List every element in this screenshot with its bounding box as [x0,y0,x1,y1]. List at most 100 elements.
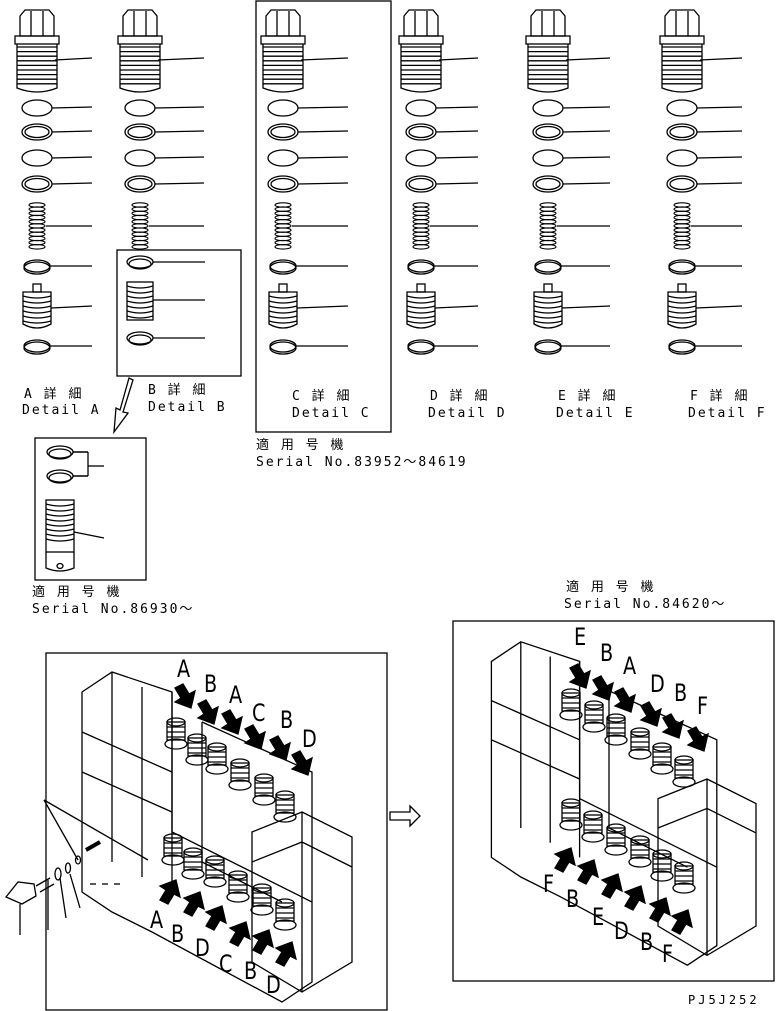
plug-head [530,9,566,37]
plug-body [400,44,442,93]
sleeve-groove [126,290,154,294]
poppet-groove [406,315,436,319]
right-bottom-spool-base [650,870,674,882]
leader-line [296,305,349,309]
right-top-spool-body [561,692,581,712]
seat-ring-inner [48,448,72,460]
right-top-spool-base [582,721,606,733]
leader-line [297,156,349,159]
right-bottom-spool-body [583,814,603,834]
left-top-letter: B [280,706,294,734]
left-top-letter: A [177,655,191,683]
seat-ring-lower [668,261,696,275]
poppet-groove [22,300,52,304]
left-top-spool-body [187,737,207,757]
right-top-spool-body [674,759,694,779]
external-plug-icon [4,881,37,905]
alt-sleeve-hole [56,562,64,570]
right-top-letter: B [600,639,614,667]
small-o-ring-icon [54,867,62,881]
poppet-groove [268,295,298,299]
plug-collar [14,35,60,45]
plug-stem [35,877,51,887]
leader-line [69,873,81,909]
poppet-body [533,291,563,329]
leader-line [435,130,479,133]
right-bottom-spool-body [561,802,581,822]
black-arrow-icon [173,683,196,709]
poppet-groove [268,315,298,319]
left-bottom-letter: D [195,934,210,962]
poppet-groove [22,305,52,309]
sleeve-groove [126,285,154,289]
right-top-spool-body [652,746,672,766]
leader-line [73,531,105,539]
backup-ring-inner [270,177,296,191]
poppet-groove [533,320,563,324]
leader-line [297,182,349,185]
drawing-code: PJ5J252 [688,993,760,1007]
right-bottom-spool-base [581,831,605,843]
leader-line [435,182,479,185]
o-ring-icon [267,99,299,117]
poppet-groove [268,305,298,309]
o-ring-icon [267,149,299,167]
right-bottom-spool-body [652,853,672,873]
plug-body [262,44,304,93]
poppet-tip [278,283,288,293]
right-bottom-spool-base [672,882,696,894]
seat-ring-lower [407,341,435,355]
poppet-groove [22,310,52,314]
left-bottom-spool-body [163,837,183,857]
right-valve-block [657,779,757,956]
right-bottom-letter: B [640,928,654,956]
detail-f-title-jp: F 詳 細 [690,389,750,404]
left-bottom-spool-base [226,891,250,903]
leader-line [154,182,205,185]
o-ring-icon [21,99,53,117]
detail-d-title-en: Detail D [428,406,507,421]
plug-head [403,9,439,37]
poppet-groove [533,295,563,299]
poppet-groove [22,295,52,299]
black-arrow-icon [243,724,266,750]
left-bottom-spool-base [181,868,205,880]
right-top-spool-base [604,734,628,746]
black-arrow-icon [204,905,227,931]
leader-line [297,106,349,109]
o-ring-icon [666,149,698,167]
black-arrow-icon [568,663,591,689]
spring-coil [412,244,430,250]
poppet-groove [533,310,563,314]
poppet-body [406,291,436,329]
poppet-tip [416,283,426,293]
left-valve-block [201,721,313,902]
leader-line [696,106,743,109]
detail-a-title-jp: A 詳 細 [24,387,84,402]
detail-d-title-jp: D 詳 細 [430,389,490,404]
plug-body [661,44,703,93]
poppet-groove [667,320,697,324]
black-arrow-icon [196,699,219,725]
poppet-groove [533,315,563,319]
right-top-spool-body [584,704,604,724]
alt-sleeve-groove [45,513,75,517]
seat-ring-lower [407,261,435,275]
left-bottom-letter: A [150,906,164,934]
sleeve-groove [126,295,154,299]
leader-line [562,130,611,133]
left-top-letter: D [302,725,317,753]
serial-c-label: 適 用 号 機 [256,438,346,453]
o-ring-icon [21,149,53,167]
right-top-spool-base [650,763,674,775]
leader-line [699,57,743,61]
leader-line [434,305,479,309]
left-top-spool-base [252,794,276,806]
poppet-groove [667,315,697,319]
backup-ring-inner [127,125,153,139]
o-ring-icon [532,99,564,117]
alt-sleeve-groove [45,538,75,542]
leader-line [562,106,611,109]
